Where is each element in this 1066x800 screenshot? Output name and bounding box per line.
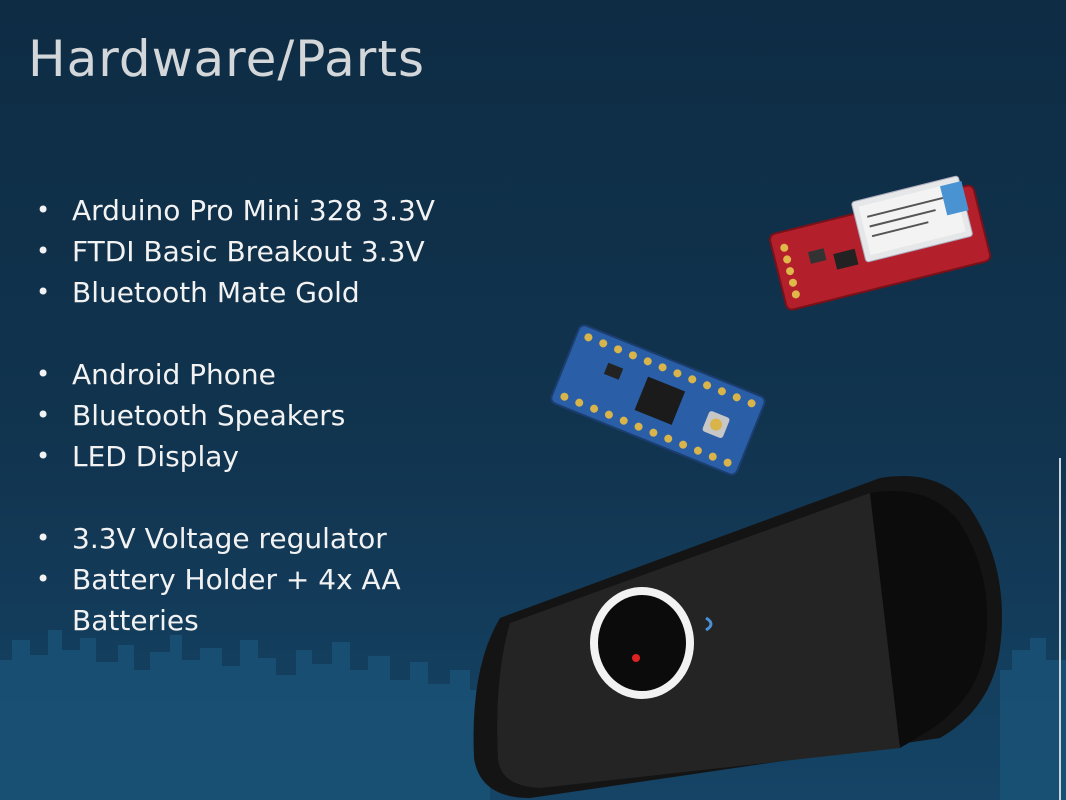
list-item: Bluetooth Mate Gold — [36, 272, 496, 313]
list-item: 3.3V Voltage regulator — [36, 518, 496, 559]
divider-line — [1059, 458, 1061, 800]
list-item: Arduino Pro Mini 328 3.3V — [36, 190, 496, 231]
list-item: Battery Holder + 4x AA Batteries — [36, 559, 496, 641]
bluetooth-module-image — [769, 175, 992, 311]
slide-title: Hardware/Parts — [28, 30, 426, 88]
parts-list: Arduino Pro Mini 328 3.3V FTDI Basic Bre… — [36, 190, 496, 641]
list-item: Bluetooth Speakers — [36, 395, 496, 436]
list-item: Android Phone — [36, 354, 496, 395]
bluetooth-speaker-image — [473, 476, 1002, 798]
list-item: FTDI Basic Breakout 3.3V — [36, 231, 496, 272]
arduino-pro-mini-image — [550, 324, 766, 476]
city-skyline-background — [0, 630, 1066, 800]
list-item: LED Display — [36, 436, 496, 477]
